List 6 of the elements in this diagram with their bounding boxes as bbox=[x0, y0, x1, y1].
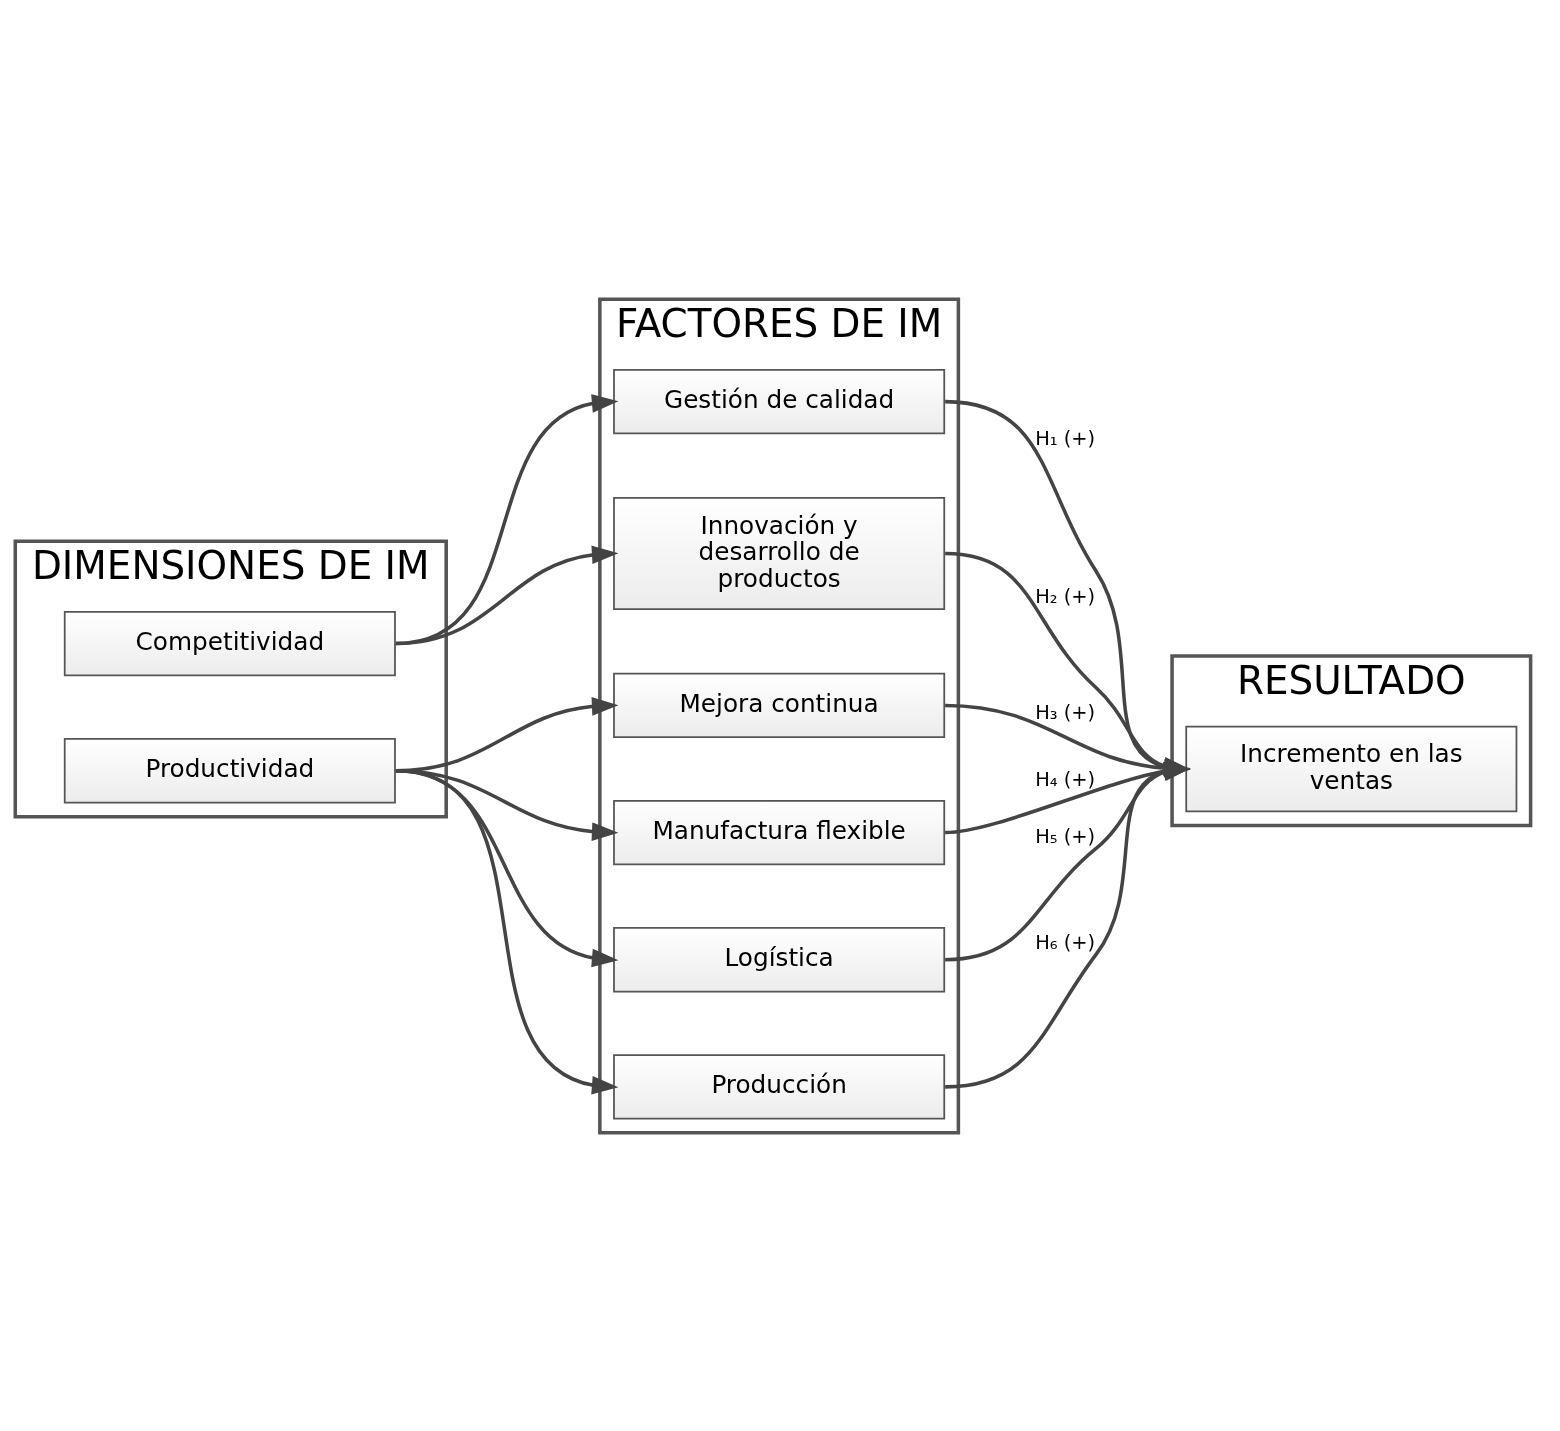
edge-label: H₁ (+) bbox=[1035, 426, 1096, 450]
edge-label: H₃ (+) bbox=[1035, 700, 1096, 724]
edge-label: H₄ (+) bbox=[1035, 767, 1096, 791]
edge-label: H₂ (+) bbox=[1035, 584, 1096, 608]
edge-label: H₅ (+) bbox=[1035, 824, 1096, 848]
edge-label: H₆ (+) bbox=[1035, 930, 1096, 954]
